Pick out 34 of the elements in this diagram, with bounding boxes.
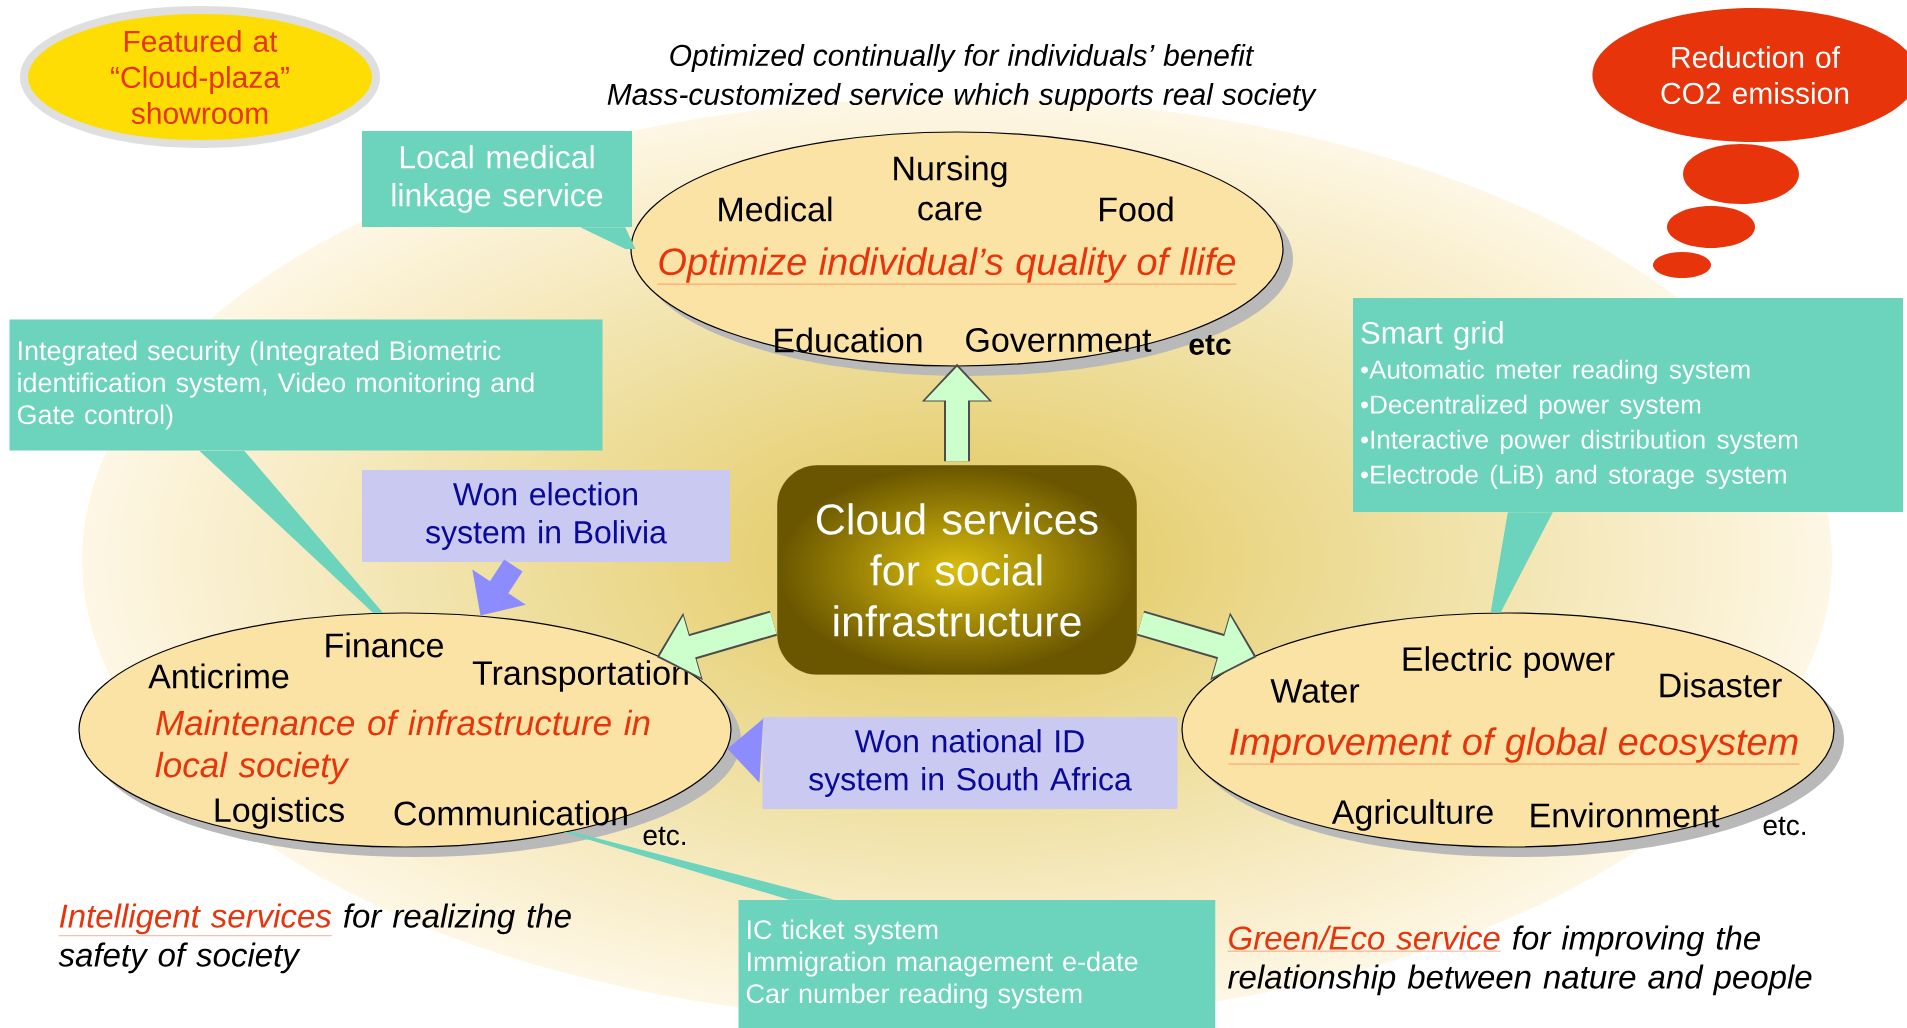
item-text: Transportation — [472, 660, 688, 692]
item-text: Water — [1270, 679, 1360, 703]
tagline: Mass-customized service which supports real society — [607, 83, 1317, 111]
item-text: etc — [1189, 335, 1231, 355]
heading-text: Optimize individual’s quality of llife — [657, 247, 1237, 285]
heading-text: Maintenance of infrastructure in local society — [155, 709, 650, 785]
heading-text: Improvement of global ecosystem — [1228, 727, 1800, 765]
item-text: Electric power — [1403, 646, 1615, 678]
callout-tail — [1490, 512, 1553, 613]
item-text: Logistics — [215, 797, 344, 829]
summary-text: Intelligent services for realizing the safety of society — [58, 903, 571, 974]
item-text: etc. — [643, 826, 685, 846]
callout-box: Smart grid •Automatic meter reading system •Decentralized power system •Interactive power distribution system •Electrode (LiB) and storage system — [1353, 298, 1903, 512]
item-text: Environment — [1531, 802, 1720, 828]
center-box: Cloud services for social infrastructure — [777, 465, 1137, 675]
tagline: Optimized continually for individuals’ benefit — [670, 44, 1255, 72]
callout-tail — [580, 227, 636, 249]
item-text: Communication — [394, 800, 627, 826]
note-box: Won national ID system in South Africa — [762, 717, 1178, 809]
note-box: Won election system in Bolivia — [362, 470, 730, 562]
callout-tail — [563, 831, 835, 900]
item-text: Disaster — [1660, 672, 1782, 698]
item-text: Education — [775, 327, 922, 353]
item-text: Agriculture — [1331, 799, 1493, 831]
item-text: Nursing care — [894, 155, 1007, 221]
summary-text: Green/Eco service for improving the relationship between nature and people — [1227, 925, 1812, 996]
item-text: Anticrime — [148, 663, 289, 689]
callout-tail — [199, 450, 383, 613]
item-text: Food — [1100, 196, 1173, 222]
thought-bubble: Reduction of CO2 emission — [1592, 8, 1907, 278]
item-text: Finance — [326, 632, 443, 658]
item-text: Medical — [719, 196, 832, 222]
item-text: Government — [966, 327, 1152, 353]
item-text: etc. — [1763, 816, 1805, 836]
